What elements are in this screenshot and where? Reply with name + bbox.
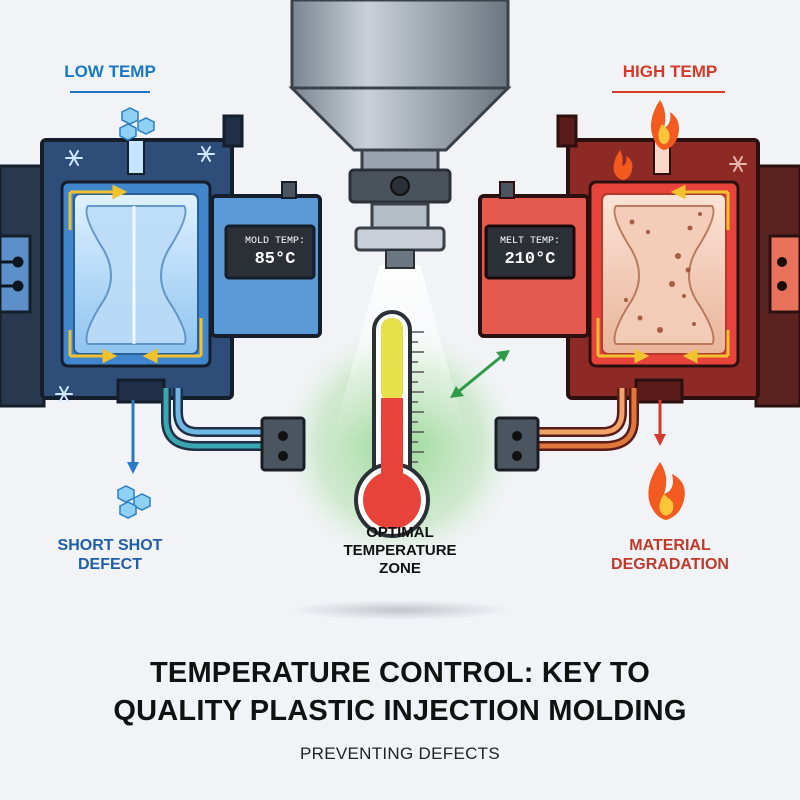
title-line-1: TEMPERATURE CONTROL: KEY TO (149, 657, 651, 689)
adjustment-arrow (450, 350, 510, 398)
hot-mold-assembly (478, 114, 800, 472)
mold-temp-value: 85°C (254, 250, 296, 269)
optimal-line-2: TEMPERATURE (343, 542, 457, 559)
flame-icon (613, 150, 633, 180)
ice-crystal-icon (119, 107, 155, 141)
optimal-line-3: ZONE (379, 560, 421, 577)
snowflake-icon (65, 150, 83, 166)
snowflake-icon (197, 146, 215, 162)
cold-mold-assembly (0, 114, 322, 474)
degradation-line-1: MATERIAL (629, 537, 711, 554)
flame-icon (651, 100, 679, 150)
snowflake-icon (729, 156, 747, 172)
short-shot-line-2: DEFECT (78, 556, 142, 574)
high-temp-label: HIGH TEMP (622, 62, 718, 81)
degradation-line-2: DEGRADATION (611, 556, 729, 574)
snowflake-icon (55, 386, 73, 402)
mold-temp-caption: MOLD TEMP: (244, 236, 305, 247)
melt-temp-value: 210°C (504, 250, 556, 269)
flame-icon (648, 462, 685, 520)
floor-shadow (290, 600, 510, 620)
thermometer-icon (354, 310, 430, 538)
page-title: TEMPERATURE CONTROL: KEY TO QUALITY PLAS… (20, 654, 780, 730)
optimal-zone-label: OPTIMAL TEMPERATURE ZONE (330, 524, 470, 578)
optimal-line-1: OPTIMAL (366, 524, 434, 541)
ice-crystal-icon (117, 485, 151, 519)
material-degradation-label: MATERIAL DEGRADATION (580, 536, 760, 574)
short-shot-defect-label: SHORT SHOT DEFECT (40, 536, 180, 574)
page-subtitle: PREVENTING DEFECTS (300, 744, 500, 763)
short-shot-line-1: SHORT SHOT (57, 537, 163, 554)
melt-temp-caption: MELT TEMP: (499, 236, 560, 247)
mold-temp-display: MOLD TEMP: 85°C (230, 236, 320, 269)
melt-temp-display: MELT TEMP: 210°C (484, 236, 576, 269)
title-line-2: QUALITY PLASTIC INJECTION MOLDING (113, 695, 687, 727)
low-temp-label: LOW TEMP (64, 62, 156, 81)
injection-unit (288, 0, 512, 269)
